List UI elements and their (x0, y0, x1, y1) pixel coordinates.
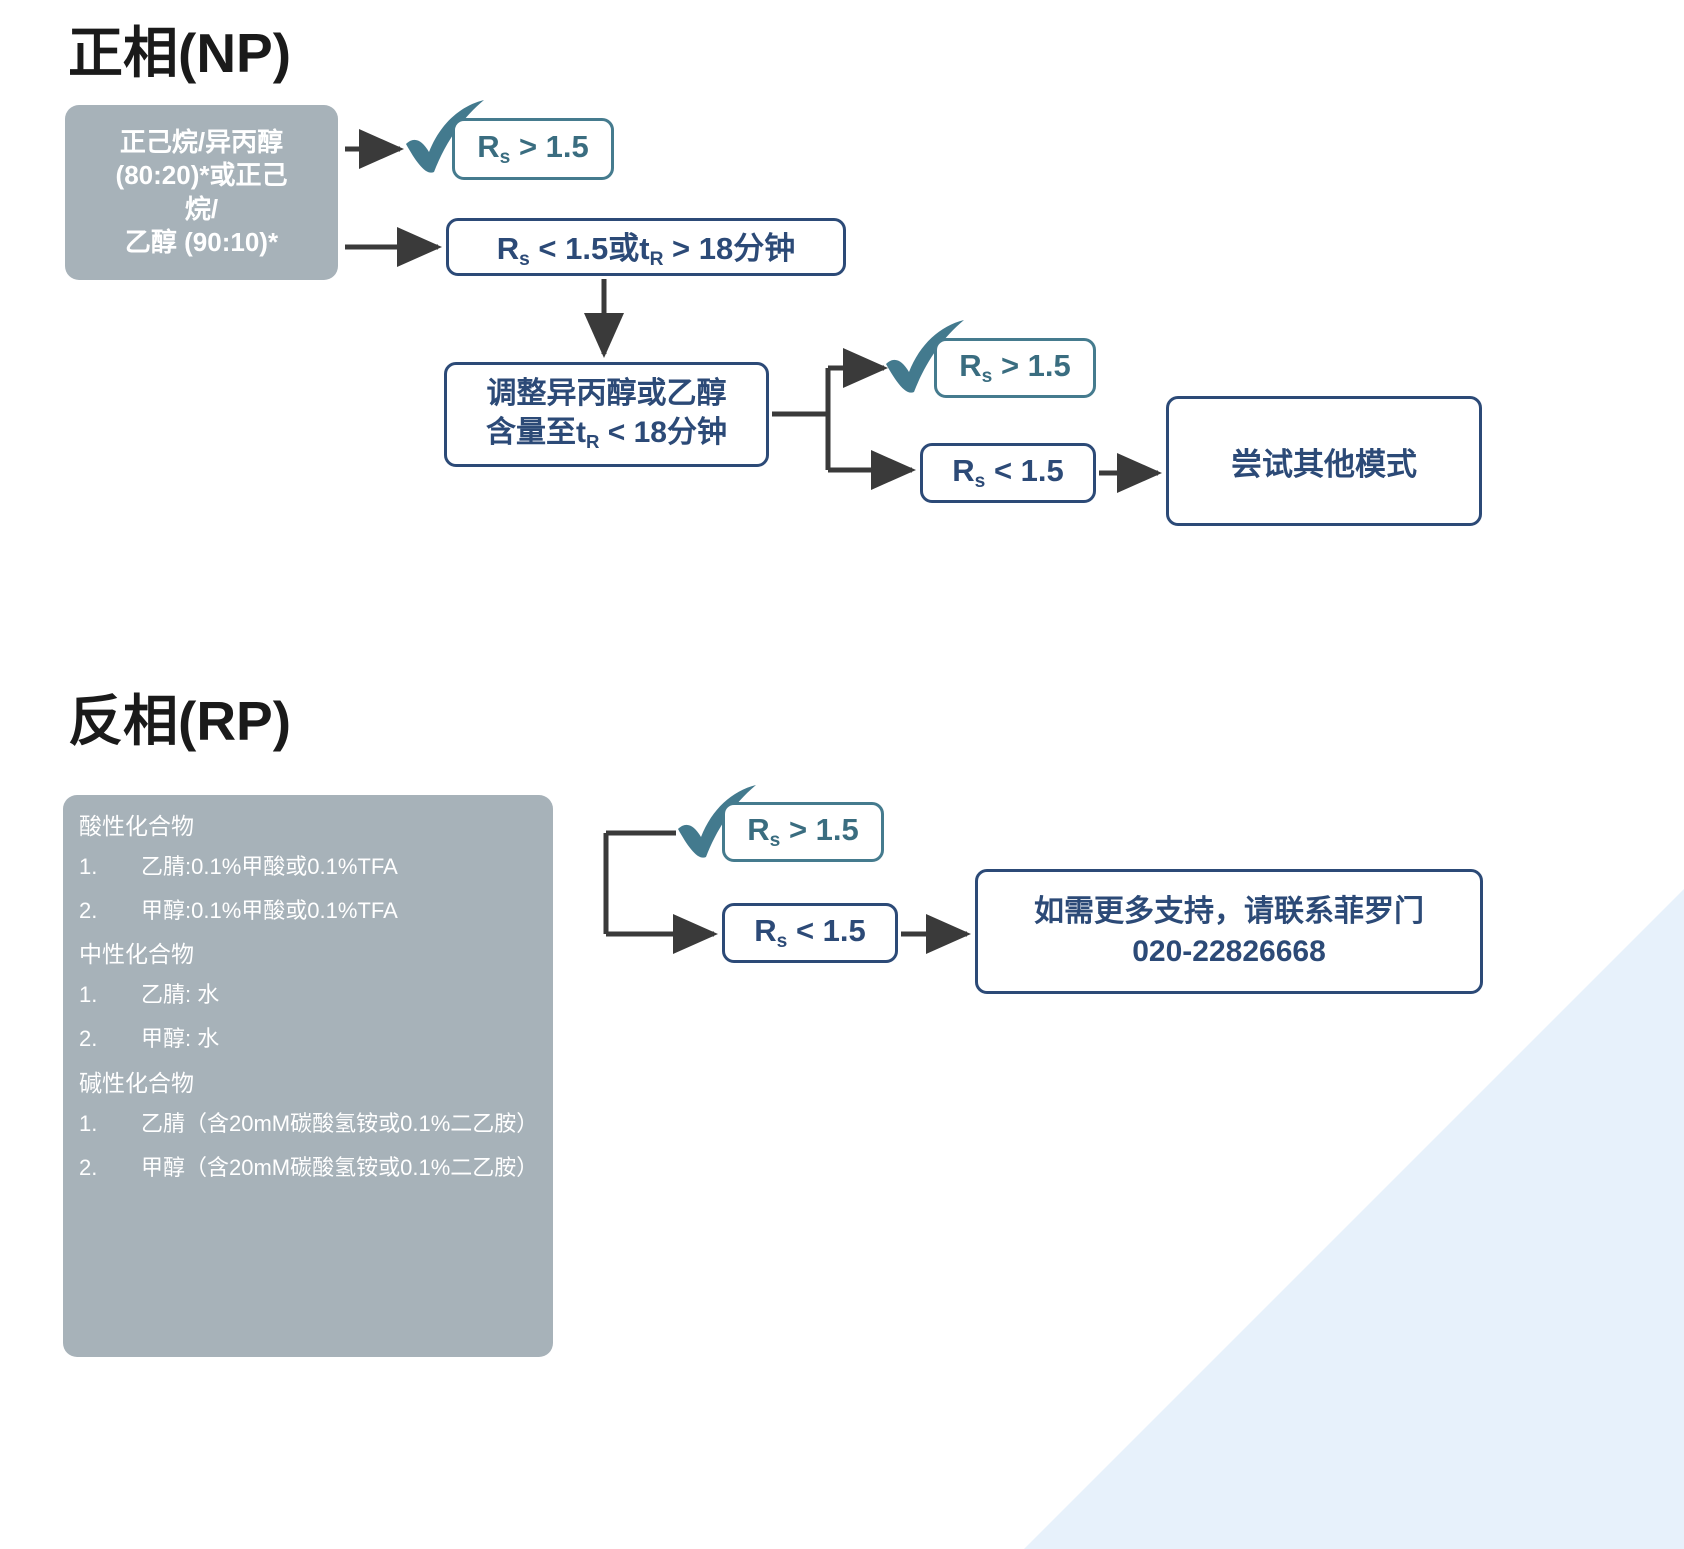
np-source-line4: 乙醇 (90:10)* (124, 226, 279, 257)
np-fail2-rest: < 1.5 (993, 452, 1064, 488)
np-fail-result-1: Rs < 1.5或tR > 18分钟 (446, 218, 846, 276)
list-item: 1. 乙腈（含20mM碳酸氢铵或0.1%二乙胺） (79, 1109, 539, 1139)
rp-pass-rest: > 1.5 (788, 811, 859, 847)
list-item-number: 2. (79, 1026, 98, 1052)
rp-group-heading-basic: 碱性化合物 (79, 1069, 194, 1096)
list-item-number: 1. (79, 1110, 98, 1136)
np-fail2-subscript: s (974, 471, 986, 493)
list-item: 1. 乙腈:0.1%甲酸或0.1%TFA (79, 852, 537, 882)
np-source-line3: 烷/ (184, 193, 219, 224)
np-try-other-mode-box: 尝试其他模式 (1166, 396, 1482, 526)
np-adjust-step: 调整异丙醇或乙醇含量至tR < 18分钟 (444, 362, 769, 467)
contact-phone: 020-22826668 (1132, 934, 1326, 968)
rp-fail-result: Rs < 1.5 (722, 903, 898, 963)
rp-mobile-phase-box: 酸性化合物 1. 乙腈:0.1%甲酸或0.1%TFA 2. 甲醇:0.1%甲酸或… (63, 795, 553, 1357)
np-pass2-rest: > 1.5 (1000, 347, 1071, 383)
np-fail1-sub2: R (649, 249, 664, 271)
np-mobile-phase-box: 正己烷/异丙醇 (80:20)*或正己 烷/ 乙醇 (90:10)* (65, 105, 338, 280)
list-item-number: 1. (79, 854, 98, 880)
rp-fail-rest: < 1.5 (795, 912, 866, 948)
np-fail-result-2: Rs < 1.5 (920, 443, 1096, 503)
list-item: 2. 甲醇（含20mM碳酸氢铵或0.1%二乙胺） (79, 1153, 539, 1183)
np-pass1-rest: > 1.5 (518, 128, 589, 164)
list-item: 2. 甲醇:0.1%甲酸或0.1%TFA (79, 896, 537, 926)
rp-list-acidic: 1. 乙腈:0.1%甲酸或0.1%TFA 2. 甲醇:0.1%甲酸或0.1%TF… (79, 852, 537, 925)
np-source-line2: (80:20)*或正己 (115, 160, 288, 191)
list-item-text: 甲醇:0.1%甲酸或0.1%TFA (141, 897, 398, 923)
list-item: 1. 乙腈: 水 (79, 980, 537, 1010)
np-fail1-sub: s (519, 249, 530, 271)
rp-contact-box: 如需更多支持，请联系菲罗门 020-22826668 (975, 869, 1483, 994)
np-pass1-subscript: s (499, 147, 511, 169)
list-item-text: 乙腈:0.1%甲酸或0.1%TFA (141, 854, 398, 880)
list-item-text: 乙腈: 水 (141, 982, 220, 1008)
list-item-number: 1. (79, 982, 98, 1008)
list-item-number: 2. (79, 1154, 98, 1180)
list-item-text: 乙腈（含20mM碳酸氢铵或0.1%二乙胺） (141, 1110, 539, 1136)
page-title-reverse-phase: 反相(RP) (68, 690, 292, 752)
np-pass-result-1: Rs > 1.5 (452, 118, 614, 180)
rp-pass-subscript: s (769, 830, 781, 852)
rp-pass-result: Rs > 1.5 (722, 802, 884, 862)
list-item-text: 甲醇: 水 (141, 1026, 220, 1052)
list-item-text: 甲醇（含20mM碳酸氢铵或0.1%二乙胺） (141, 1154, 539, 1180)
rp-group-heading-neutral: 中性化合物 (79, 941, 194, 968)
rp-list-basic: 1. 乙腈（含20mM碳酸氢铵或0.1%二乙胺） 2. 甲醇（含20mM碳酸氢铵… (79, 1109, 539, 1183)
np-adjust-sub: R (586, 431, 600, 453)
list-item: 2. 甲醇: 水 (79, 1024, 537, 1054)
rp-group-heading-acidic: 酸性化合物 (79, 813, 194, 839)
np-pass2-subscript: s (981, 366, 993, 388)
np-source-line1: 正己烷/异丙醇 (119, 126, 284, 157)
page-title-normal-phase: 正相(NP) (68, 22, 292, 84)
rp-fail-subscript: s (776, 931, 788, 953)
contact-message: 如需更多支持，请联系菲罗门 (1034, 894, 1424, 928)
rp-list-neutral: 1. 乙腈: 水 2. 甲醇: 水 (79, 980, 537, 1053)
list-item-number: 2. (79, 897, 98, 923)
np-pass-result-2: Rs > 1.5 (934, 338, 1096, 398)
